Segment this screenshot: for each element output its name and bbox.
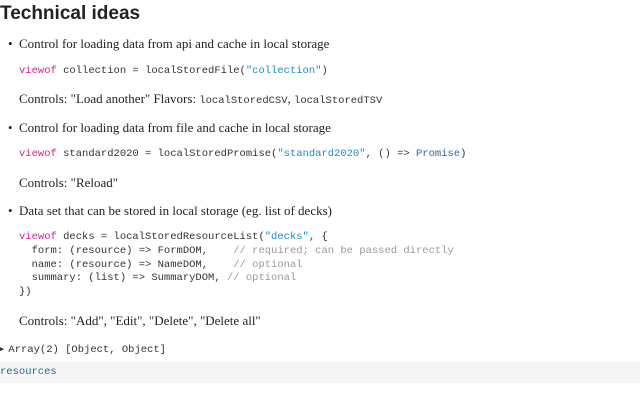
item-1-code: viewof collection = localStoredFile("col… [19,65,328,77]
item-1-text: Control for loading data from api and ca… [19,36,330,51]
bullet-icon: • [8,120,13,135]
output-inspector[interactable]: ▶ Array(2) [Object, Object] [0,344,166,356]
code-line: summary: (list) => SummaryDOM, // option… [19,272,297,284]
item-2-code: viewof standard2020 = localStoredPromise… [19,148,467,160]
code-line: }) [19,286,32,298]
item-2-text: Control for loading data from file and c… [19,120,331,135]
bullet-icon: • [8,36,13,51]
item-3-controls: Controls: "Add", "Edit", "Delete", "Dele… [19,313,261,328]
item-1-controls: Controls: "Load another" Flavors: localS… [19,91,383,107]
code-line: form: (resource) => FormDOM, // required… [19,245,454,257]
expand-triangle-icon[interactable]: ▶ [0,346,9,354]
item-2-controls: Controls: "Reload" [19,175,119,190]
cell-name[interactable]: resources [0,366,57,378]
item-3-code: viewof decks = localStoredResourceList("… [19,231,328,243]
bullet-icon: • [8,203,13,218]
item-3-text: Data set that can be stored in local sto… [19,203,332,218]
page-title: Technical ideas [0,3,141,24]
code-line: name: (resource) => NameDOM, // optional [19,259,303,271]
cell-editor[interactable] [0,362,640,383]
